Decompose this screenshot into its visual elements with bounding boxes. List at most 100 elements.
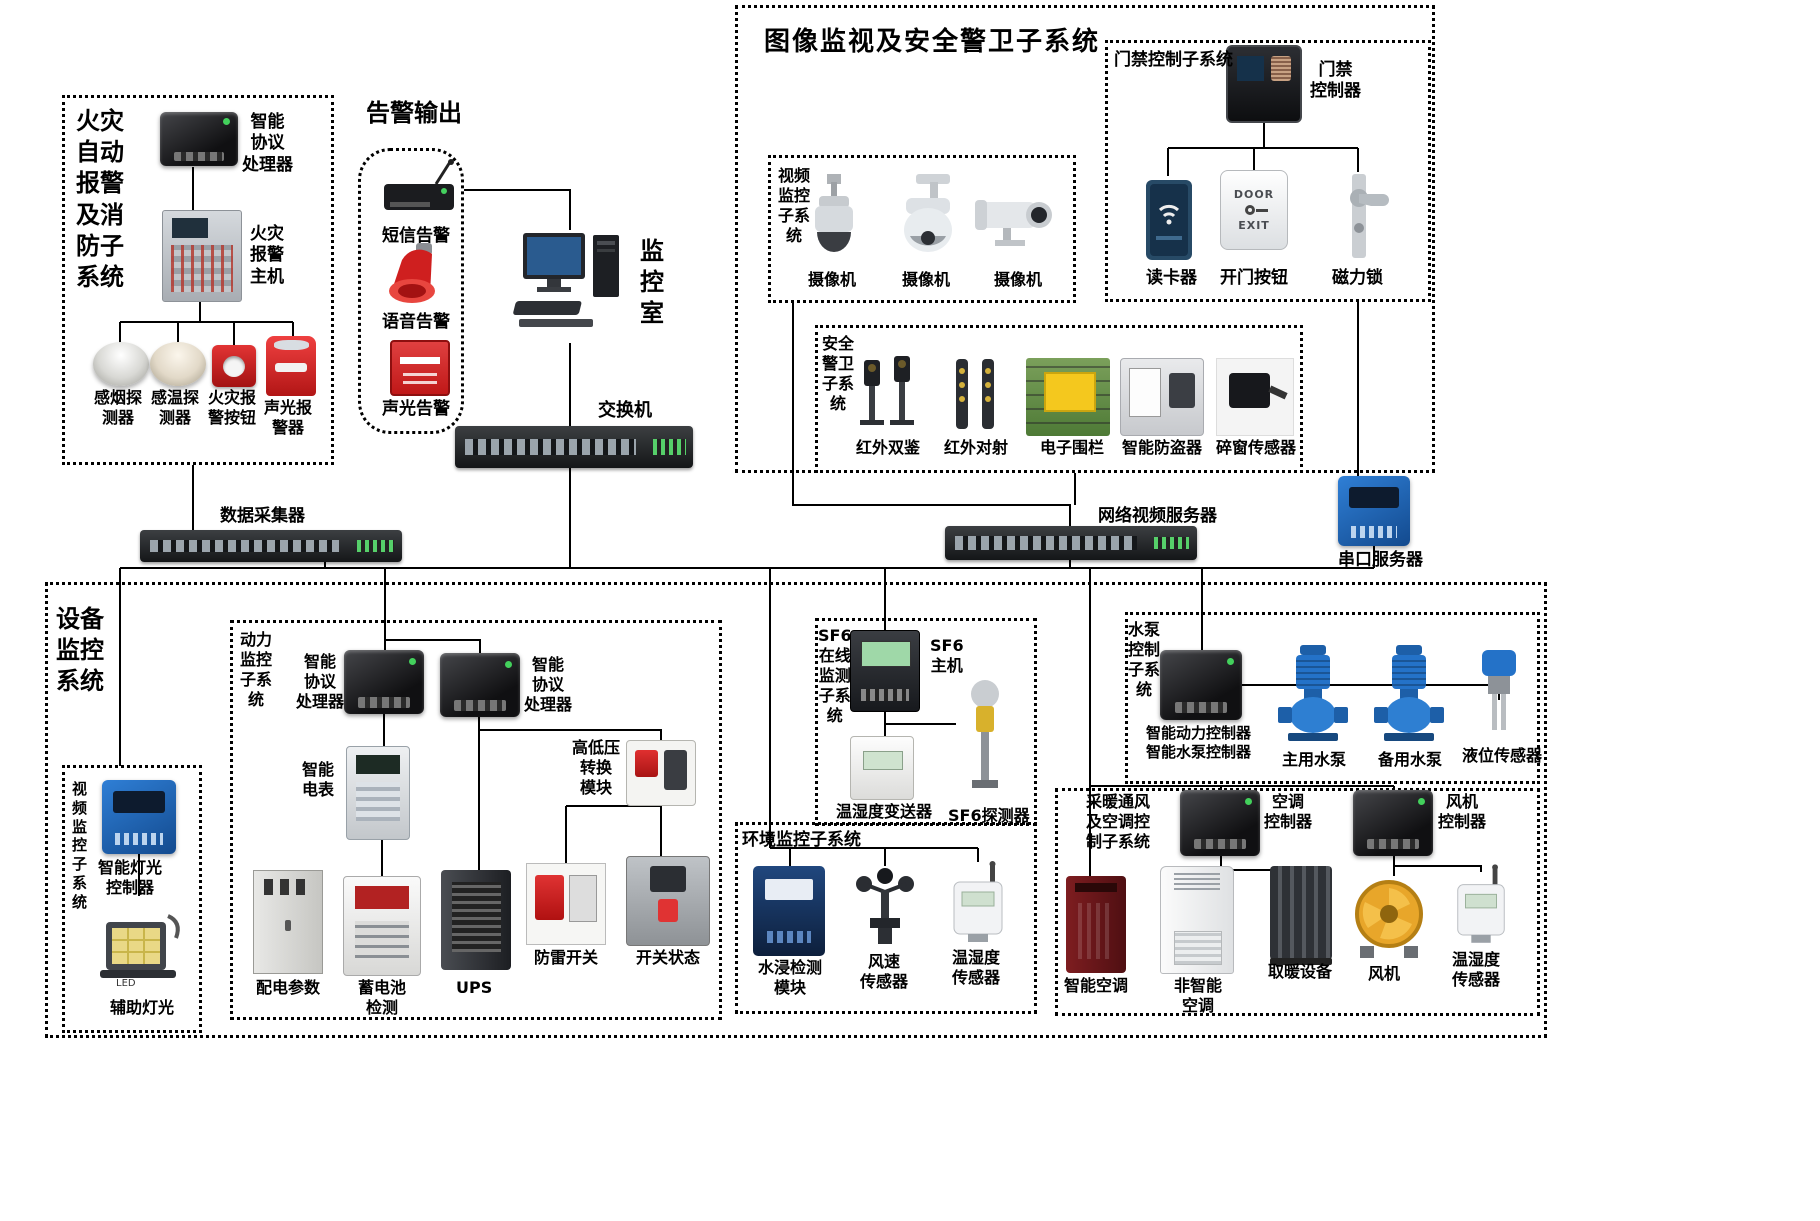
hv-lv-module-device (626, 740, 696, 806)
protocol-processor-b-label: 智能 协议 处理器 (524, 655, 573, 714)
non-smart-ac-label: 非智能 空调 (1174, 976, 1223, 1015)
pump-controller-device (1160, 650, 1242, 720)
sound-light-alarm-label: 声光报 警器 (264, 398, 313, 437)
fire-protocol-processor-device (160, 112, 238, 166)
alarm-output-title: 告警输出 (366, 99, 462, 127)
smart-meter-label: 智能 电表 (302, 760, 335, 799)
ups-label: UPS (456, 978, 493, 997)
magnetic-lock-label: 磁力锁 (1332, 268, 1383, 288)
main-switch-label: 交换机 (598, 400, 652, 421)
voice-alert-label: 语音告警 (382, 312, 450, 332)
fire-protocol-processor-label: 智能 协议 处理器 (242, 112, 293, 175)
sms-alert-device (378, 158, 460, 222)
anti-theft-device (1120, 358, 1204, 436)
security-guard-title: 安全 警卫 子系 统 (822, 334, 855, 413)
anti-theft-label: 智能防盗器 (1122, 438, 1203, 457)
fire-subsystem-title: 火灾 自动 报警 及消 防子 系统 (76, 107, 124, 291)
fire-alarm-host-label: 火灾 报警 主机 (250, 224, 284, 287)
access-control-title: 门禁控制子系统 (1114, 50, 1233, 70)
video-surveillance-title: 视频 监控 子系 统 (778, 166, 811, 245)
dome-camera-device (803, 172, 865, 268)
voice-alert-device (382, 240, 456, 308)
pump-control-box (1125, 612, 1540, 784)
protocol-processor-a-device (344, 650, 424, 714)
sms-alert-label: 短信告警 (382, 226, 450, 246)
smart-ac-device (1066, 876, 1126, 973)
card-reader-label: 读卡器 (1146, 268, 1197, 288)
ir-dual-detector-device (856, 352, 922, 437)
environment-title: 环境监控子系统 (742, 830, 861, 850)
water-leak-module-device (753, 866, 825, 956)
level-sensor-device (1468, 646, 1530, 742)
camera-2-label: 摄像机 (902, 270, 951, 289)
temp-hum-transmitter-device (850, 736, 914, 800)
ir-beam-device (948, 355, 1002, 437)
battery-check-label: 蓄电池 检测 (358, 978, 407, 1017)
equipment-monitoring-box (45, 582, 1547, 1038)
temp-hum-sensor-1-label: 温湿度 传感器 (952, 948, 1001, 987)
ac-controller-label: 空调 控制器 (1264, 792, 1313, 831)
network-video-server-label: 网络视频服务器 (1098, 506, 1217, 526)
environment-monitoring-box (735, 822, 1037, 1014)
wind-sensor-label: 风速 传感器 (860, 952, 909, 991)
temp-hum-sensor-1-device (946, 860, 1010, 946)
battery-check-device (343, 876, 421, 976)
hvac-title: 采暖通风 及空调控 制子系统 (1086, 792, 1151, 851)
hvac-control-box (1055, 788, 1540, 1016)
smart-ac-label: 智能空调 (1064, 976, 1129, 995)
door-button-text-bottom: EXIT (1238, 219, 1270, 232)
fan-controller-label: 风机 控制器 (1438, 792, 1487, 831)
ir-dual-label: 红外双鉴 (856, 438, 921, 457)
pump-control-title: 水泵 控制 子系 统 (1128, 620, 1161, 699)
heat-detector-device (150, 342, 206, 386)
heater-label: 取暖设备 (1268, 962, 1333, 981)
sound-light-alert-label: 声光告警 (382, 399, 450, 419)
power-monitoring-box (230, 620, 722, 1020)
camera-3-label: 摄像机 (994, 270, 1043, 289)
security-guard-box (815, 325, 1303, 473)
network-video-server-device (945, 526, 1197, 560)
sf6-detector-device (956, 672, 1014, 802)
sf6-title: SF6 在线 监测 子系 统 (818, 626, 852, 725)
alarm-output-box (358, 148, 464, 434)
door-button-label: 开门按钮 (1220, 268, 1288, 288)
equipment-title: 设备 监控 系统 (56, 605, 104, 696)
ups-device (441, 870, 511, 970)
lightning-switch-label: 防雷开关 (534, 948, 599, 967)
temp-hum-sensor-2-device (1450, 862, 1512, 948)
backup-pump-device (1372, 643, 1446, 747)
sound-light-alert-device (390, 340, 450, 396)
power-cabinet-device (253, 870, 323, 974)
fan-controller-device (1353, 790, 1433, 856)
lightning-switch-device (526, 863, 606, 945)
image-security-title: 图像监视及安全警卫子系统 (764, 27, 1101, 57)
wind-sensor-device (850, 866, 920, 950)
light-controller-device (102, 780, 176, 854)
temp-hum-sensor-2-label: 温湿度 传感器 (1452, 950, 1501, 989)
monitor-workstation-device (505, 225, 635, 343)
video-surveillance-2-title: 视 频 监 控 子 系 统 (72, 780, 88, 911)
door-button-text-top: DOOR (1233, 188, 1275, 201)
temp-hum-transmitter-label: 温湿度变送器 (836, 802, 933, 821)
aux-light-label: 辅助灯光 (110, 998, 175, 1017)
protocol-processor-b-device (440, 653, 520, 717)
ac-controller-device (1180, 790, 1260, 856)
door-exit-button-device: DOOR EXIT (1220, 170, 1288, 250)
non-smart-ac-device (1160, 866, 1234, 974)
fire-alarm-button-label: 火灾报 警按钮 (208, 388, 257, 427)
data-collector-device (140, 530, 402, 562)
smoke-detector-device (93, 342, 149, 386)
power-monitoring-title: 动力 监控 子系 统 (240, 630, 273, 709)
aux-floodlight-device: LED (98, 896, 186, 992)
monitor-room-title: 监 控 室 (640, 237, 664, 328)
main-switch-device (455, 426, 693, 468)
magnetic-lock-device (1326, 170, 1390, 265)
smoke-detector-label: 感烟探 测器 (94, 388, 143, 427)
backup-pump-label: 备用水泵 (1378, 750, 1443, 769)
card-reader-device (1140, 176, 1198, 264)
electric-fence-label: 电子围栏 (1040, 438, 1105, 457)
video-surveillance-box (768, 155, 1076, 303)
sf6-host-label: SF6 主机 (930, 636, 964, 675)
